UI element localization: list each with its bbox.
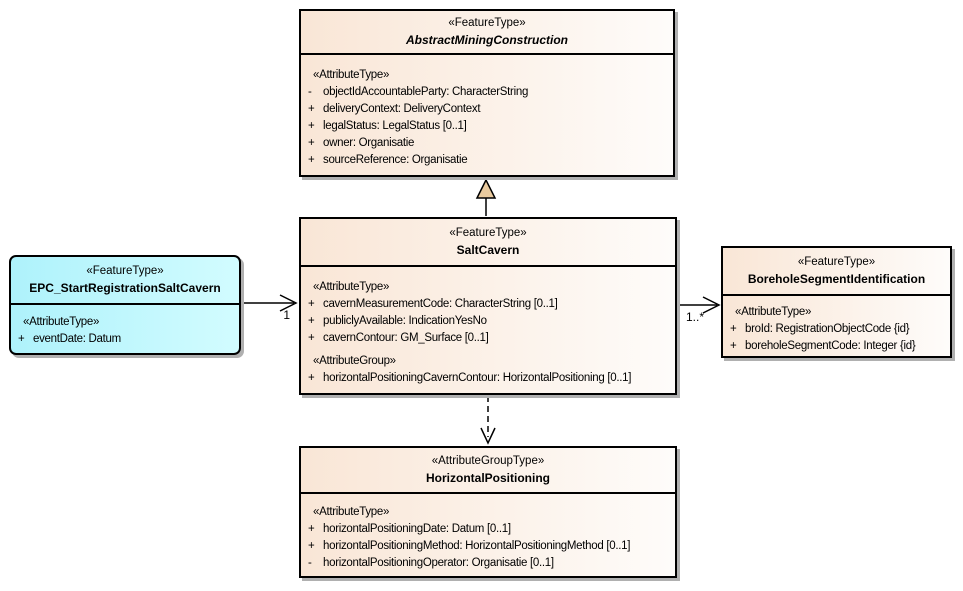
stereotype-label: «FeatureType» xyxy=(449,227,527,239)
attribute-row: + deliveryContext: DeliveryContext xyxy=(301,101,673,118)
class-boreholesegmentidentification[interactable]: «FeatureType» BoreholeSegmentIdentificat… xyxy=(721,246,952,358)
open-arrowhead-down xyxy=(480,427,496,445)
visibility-symbol: + xyxy=(308,540,315,552)
visibility-symbol: + xyxy=(730,340,737,352)
attribute-text: horizontalPositioningMethod: HorizontalP… xyxy=(323,540,631,552)
attribute-text: publiclyAvailable: IndicationYesNo xyxy=(323,315,487,327)
attributes-compartment: «AttributeType» + eventDate: Datum xyxy=(11,305,239,348)
attribute-text: eventDate: Datum xyxy=(33,333,121,345)
attribute-text: sourceReference: Organisatie xyxy=(323,154,468,166)
class-name: BoreholeSegmentIdentification xyxy=(747,272,926,286)
class-horizontalpositioning[interactable]: «AttributeGroupType» HorizontalPositioni… xyxy=(299,446,677,578)
attribute-row: + legalStatus: LegalStatus [0..1] xyxy=(301,118,673,135)
attribute-text: objectIdAccountableParty: CharacterStrin… xyxy=(323,86,529,98)
visibility-symbol: - xyxy=(308,557,312,569)
class-title-compartment: «FeatureType» BoreholeSegmentIdentificat… xyxy=(723,248,950,296)
multiplicity-label-1-star: 1..* xyxy=(686,310,705,324)
visibility-symbol: + xyxy=(308,137,315,149)
attribute-section-header: «AttributeType» xyxy=(313,506,390,518)
class-name: SaltCavern xyxy=(456,243,520,257)
visibility-symbol: + xyxy=(308,372,315,384)
visibility-symbol: - xyxy=(308,86,312,98)
attribute-text: deliveryContext: DeliveryContext xyxy=(323,103,481,115)
attribute-row: + publiclyAvailable: IndicationYesNo xyxy=(301,313,675,330)
attribute-row: + boreholeSegmentCode: Integer {id} xyxy=(723,338,950,355)
attributes-compartment: «AttributeType» + cavernMeasurementCode:… xyxy=(301,267,675,387)
class-title-compartment: «FeatureType» AbstractMiningConstruction xyxy=(301,11,673,55)
visibility-symbol: + xyxy=(730,323,737,335)
attribute-section-header: «AttributeType» xyxy=(23,316,100,328)
attribute-row: - horizontalPositioningOperator: Organis… xyxy=(301,555,675,572)
visibility-symbol: + xyxy=(308,120,315,132)
class-name: HorizontalPositioning xyxy=(426,471,550,485)
attribute-row: + broId: RegistrationObjectCode {id} xyxy=(723,321,950,338)
attribute-text: horizontalPositioningCavernContour: Hori… xyxy=(323,372,632,384)
visibility-symbol: + xyxy=(308,315,315,327)
attributes-compartment: «AttributeType» - objectIdAccountablePar… xyxy=(301,55,673,169)
attribute-text: legalStatus: LegalStatus [0..1] xyxy=(323,120,467,132)
class-epc-startregistrationsaltcavern[interactable]: «FeatureType» EPC_StartRegistrationSaltC… xyxy=(9,255,241,355)
visibility-symbol: + xyxy=(308,103,315,115)
visibility-symbol: + xyxy=(308,154,315,166)
multiplicity-label-1: 1 xyxy=(283,308,290,322)
stereotype-label: «FeatureType» xyxy=(797,256,876,268)
visibility-symbol: + xyxy=(18,333,25,345)
attribute-row: + horizontalPositioningDate: Datum [0..1… xyxy=(301,521,675,538)
attribute-text: owner: Organisatie xyxy=(323,137,415,149)
class-title-compartment: «FeatureType» SaltCavern xyxy=(301,219,675,267)
attribute-section-header: «AttributeType» xyxy=(313,69,390,81)
class-abstractminingconstruction[interactable]: «FeatureType» AbstractMiningConstruction… xyxy=(299,9,675,177)
attribute-row: + eventDate: Datum xyxy=(11,331,239,348)
class-title-compartment: «FeatureType» EPC_StartRegistrationSaltC… xyxy=(11,257,239,305)
generalization-triangle-arrowhead xyxy=(475,178,497,199)
class-title-compartment: «AttributeGroupType» HorizontalPositioni… xyxy=(301,448,675,494)
visibility-symbol: + xyxy=(308,298,315,310)
class-name: AbstractMiningConstruction xyxy=(406,33,568,47)
attribute-text: horizontalPositioningOperator: Organisat… xyxy=(323,557,554,569)
class-name: EPC_StartRegistrationSaltCavern xyxy=(29,281,221,295)
generalization-saltcavern-to-abstractminingconstruction[interactable] xyxy=(475,178,497,216)
attribute-row: - objectIdAccountableParty: CharacterStr… xyxy=(301,84,673,101)
attribute-row: + cavernMeasurementCode: CharacterString… xyxy=(301,296,675,313)
attribute-text: boreholeSegmentCode: Integer {id} xyxy=(745,340,916,352)
attribute-text: cavernMeasurementCode: CharacterString [… xyxy=(323,298,558,310)
attribute-group-section-header: «AttributeGroup» xyxy=(313,355,396,367)
attributes-compartment: «AttributeType» + broId: RegistrationObj… xyxy=(723,296,950,355)
attribute-row: + sourceReference: Organisatie xyxy=(301,152,673,169)
stereotype-label: «FeatureType» xyxy=(448,17,526,29)
attribute-row: + cavernContour: GM_Surface [0..1] xyxy=(301,330,675,347)
dependency-saltcavern-to-horizontalpositioning[interactable] xyxy=(480,396,496,445)
attribute-section-header: «AttributeType» xyxy=(313,281,390,293)
attribute-text: broId: RegistrationObjectCode {id} xyxy=(745,323,910,335)
attribute-text: horizontalPositioningDate: Datum [0..1] xyxy=(323,523,511,535)
attribute-row: + owner: Organisatie xyxy=(301,135,673,152)
stereotype-label: «FeatureType» xyxy=(86,265,164,277)
attributes-compartment: «AttributeType» + horizontalPositioningD… xyxy=(301,494,675,572)
stereotype-label: «AttributeGroupType» xyxy=(431,455,545,467)
class-saltcavern[interactable]: «FeatureType» SaltCavern «AttributeType»… xyxy=(299,217,677,395)
visibility-symbol: + xyxy=(308,523,315,535)
attribute-row: + horizontalPositioningCavernContour: Ho… xyxy=(301,370,675,387)
attribute-text: cavernContour: GM_Surface [0..1] xyxy=(323,332,489,344)
visibility-symbol: + xyxy=(308,332,315,344)
attribute-section-header: «AttributeType» xyxy=(735,306,812,318)
attribute-row: + horizontalPositioningMethod: Horizonta… xyxy=(301,538,675,555)
